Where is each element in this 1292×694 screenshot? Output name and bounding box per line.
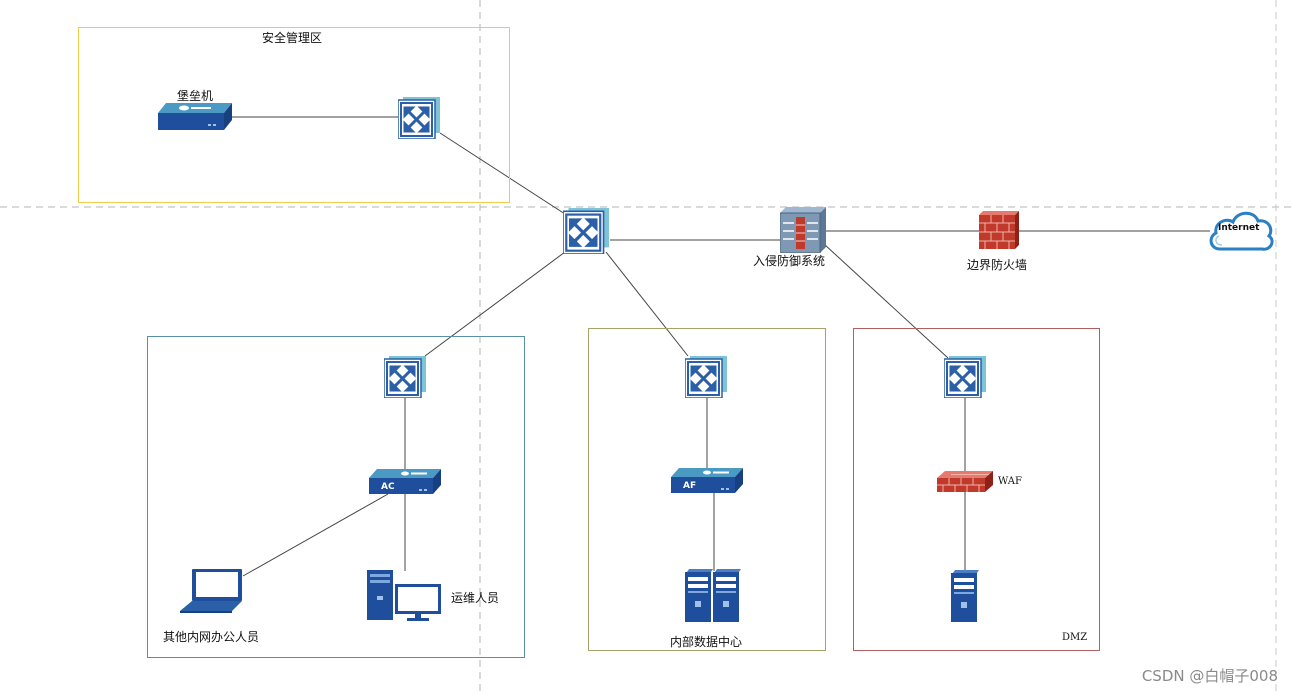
laptop-icon bbox=[180, 569, 242, 613]
office-laptop[interactable] bbox=[180, 569, 242, 613]
desktop-pc-icon bbox=[367, 570, 441, 621]
zone-security-management bbox=[78, 27, 510, 203]
firewall-icon bbox=[979, 211, 1019, 249]
internet-cloud[interactable] bbox=[1206, 205, 1276, 255]
zone-office-network bbox=[147, 336, 525, 658]
border-firewall[interactable] bbox=[979, 211, 1019, 249]
datacenter-switch[interactable] bbox=[685, 356, 727, 398]
server-icon bbox=[951, 570, 979, 622]
link-ips-dmz-switch bbox=[823, 243, 949, 359]
bastion-host-icon bbox=[158, 103, 232, 130]
office-switch[interactable] bbox=[384, 356, 426, 398]
switch-icon bbox=[685, 356, 727, 398]
watermark-text: CSDN @白帽子008 bbox=[1141, 667, 1278, 685]
ac-device[interactable] bbox=[369, 469, 441, 495]
laptop-label: 其他内网办公人员 bbox=[163, 630, 260, 644]
zone-security-title: 安全管理区 bbox=[262, 31, 323, 45]
link-secswitch-core bbox=[439, 132, 566, 215]
security-switch[interactable] bbox=[398, 97, 440, 139]
switch-icon bbox=[563, 208, 609, 254]
ips-label: 入侵防御系统 bbox=[753, 254, 826, 268]
switch-icon bbox=[384, 356, 426, 398]
server-icon bbox=[685, 569, 741, 622]
dmz-switch[interactable] bbox=[944, 356, 986, 398]
internet-label: Internet bbox=[1218, 223, 1260, 233]
link-core-dc-switch bbox=[605, 251, 689, 357]
dmz-server[interactable] bbox=[951, 570, 979, 622]
border-firewall-label: 边界防火墙 bbox=[967, 258, 1028, 272]
zone-dmz bbox=[853, 328, 1100, 651]
ac-label: AC bbox=[381, 482, 395, 492]
link-core-office-switch bbox=[424, 251, 566, 357]
datacenter-label: 内部数据中心 bbox=[670, 635, 743, 649]
waf-device[interactable] bbox=[937, 471, 993, 493]
af-device[interactable] bbox=[671, 468, 743, 494]
datacenter-servers[interactable] bbox=[685, 569, 741, 623]
bastion-host[interactable] bbox=[158, 103, 232, 131]
ops-desktop[interactable] bbox=[367, 570, 443, 622]
ac-device-icon bbox=[369, 469, 441, 494]
link-ac-laptop bbox=[242, 493, 389, 577]
switch-icon bbox=[944, 356, 986, 398]
ops-label: 运维人员 bbox=[451, 591, 500, 605]
zone-dmz-title: DMZ bbox=[1062, 632, 1088, 643]
zone-internal-datacenter bbox=[588, 328, 826, 651]
ips-device[interactable] bbox=[780, 207, 826, 253]
ips-icon bbox=[780, 207, 826, 253]
waf-label: WAF bbox=[998, 476, 1022, 487]
waf-icon bbox=[937, 471, 993, 492]
core-switch[interactable] bbox=[563, 208, 609, 254]
switch-icon bbox=[398, 97, 440, 139]
bastion-label: 堡垒机 bbox=[177, 89, 214, 103]
cloud-icon bbox=[1209, 211, 1274, 251]
af-device-icon bbox=[671, 468, 743, 493]
af-label: AF bbox=[683, 481, 697, 491]
